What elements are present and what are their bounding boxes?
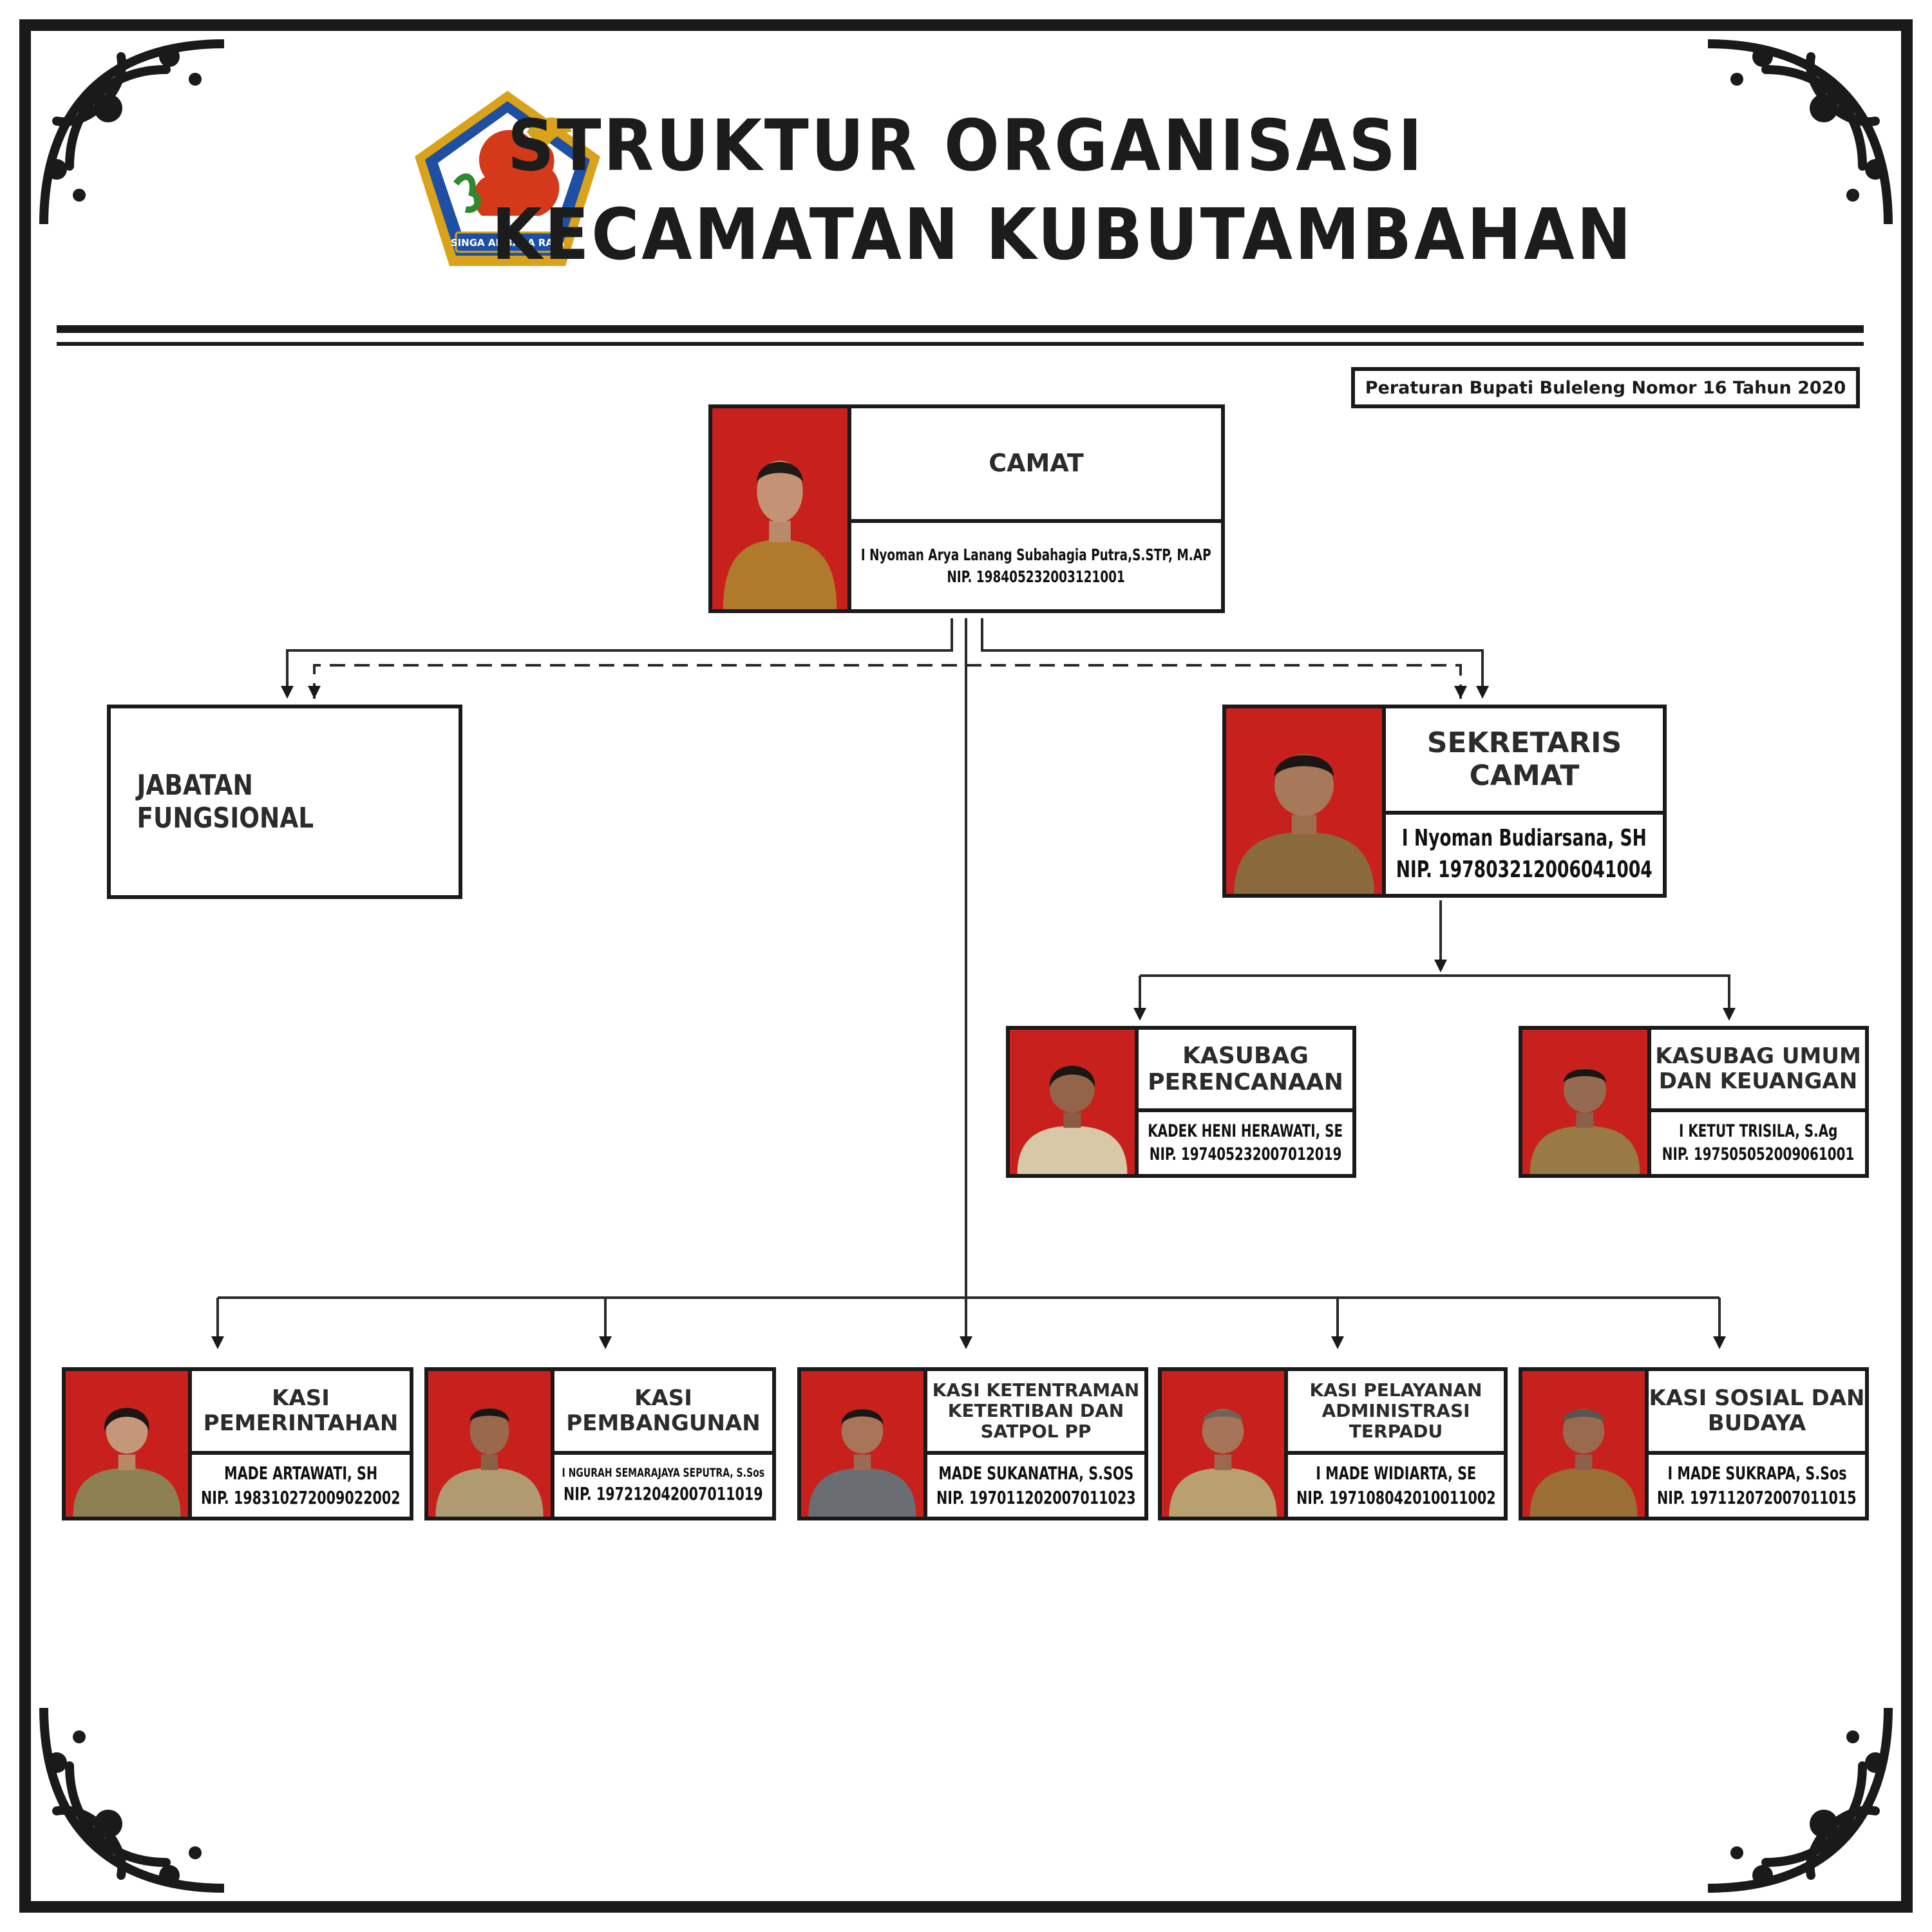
kasi-pembangunan-title: KASI PEMBANGUNAN — [554, 1371, 772, 1455]
kasi-pelayanan-title: KASI PELAYANAN ADMINISTRASI TERPADU — [1288, 1371, 1504, 1455]
buleleng-logo: SINGA AMBARA RAJA — [415, 91, 600, 266]
person-silhouette-icon — [1169, 1408, 1277, 1517]
person-silhouette-icon — [435, 1408, 544, 1517]
camat-title: CAMAT — [851, 408, 1221, 523]
kasi-pelayanan-nip: NIP. 197108042010011002 — [1296, 1487, 1496, 1508]
kasubag-umum-title: KASUBAG UMUM DAN KEUANGAN — [1651, 1030, 1865, 1112]
kasubag-perencanaan-title: KASUBAG PERENCANAAN — [1139, 1030, 1352, 1112]
kasi-pelayanan-name: I MADE WIDIARTA, SE — [1316, 1463, 1476, 1484]
kasubag-umum-nip: NIP. 197505052009061001 — [1662, 1144, 1855, 1164]
corner-ornament-bottom-right — [1708, 1708, 1893, 1893]
portrait-photo — [1010, 1030, 1139, 1174]
kasi-pemerintahan-nip: NIP. 198310272009022002 — [201, 1487, 401, 1508]
corner-ornament-bottom-left — [39, 1708, 224, 1893]
kasi-sosial-title: KASI SOSIAL DAN BUDAYA — [1649, 1371, 1865, 1455]
portrait-photo — [66, 1371, 192, 1517]
node-kasubag-umum-keuangan: KASUBAG UMUM DAN KEUANGAN I KETUT TRISIL… — [1519, 1026, 1869, 1178]
camat-name: I Nyoman Arya Lanang Subahagia Putra,S.S… — [861, 545, 1211, 565]
person-silhouette-icon — [1234, 754, 1374, 894]
portrait-photo — [428, 1371, 554, 1517]
person-silhouette-icon — [723, 460, 837, 609]
kasubag-perencanaan-nip: NIP. 197405232007012019 — [1149, 1144, 1342, 1164]
sekretaris-title: SEKRETARIS CAMAT — [1386, 708, 1663, 815]
portrait-photo — [1226, 708, 1386, 894]
header-rule-thick — [57, 325, 1864, 333]
node-kasi-pelayanan: KASI PELAYANAN ADMINISTRASI TERPADU I MA… — [1158, 1367, 1508, 1520]
portrait-photo — [712, 408, 851, 609]
portrait-photo — [801, 1371, 927, 1517]
node-kasi-sosial-budaya: KASI SOSIAL DAN BUDAYA I MADE SUKRAPA, S… — [1519, 1367, 1869, 1520]
node-camat: CAMAT I Nyoman Arya Lanang Subahagia Put… — [708, 404, 1225, 613]
corner-ornament-top-right — [1708, 39, 1893, 224]
kasubag-perencanaan-name: KADEK HENI HERAWATI, SE — [1148, 1121, 1343, 1141]
title-line-2: KECAMATAN KUBUTAMBAHAN — [491, 193, 1634, 276]
kasi-sosial-info: I MADE SUKRAPA, S.Sos NIP. 1971120720070… — [1649, 1455, 1865, 1517]
camat-nip: NIP. 198405232003121001 — [947, 567, 1126, 586]
node-kasubag-perencanaan: KASUBAG PERENCANAAN KADEK HENI HERAWATI,… — [1006, 1026, 1356, 1178]
corner-ornament-top-left — [39, 39, 224, 224]
node-sekretaris-camat: SEKRETARIS CAMAT I Nyoman Budiarsana, SH… — [1222, 705, 1667, 898]
person-silhouette-icon — [1530, 1408, 1638, 1517]
portrait-photo — [1522, 1371, 1649, 1517]
node-kasi-pembangunan: KASI PEMBANGUNAN I NGURAH SEMARAJAYA SEP… — [424, 1367, 776, 1520]
kasi-pemerintahan-title: KASI PEMERINTAHAN — [192, 1371, 410, 1455]
sekretaris-name: I Nyoman Budiarsana, SH — [1401, 824, 1647, 851]
portrait-photo — [1162, 1371, 1288, 1517]
kasubag-umum-name: I KETUT TRISILA, S.Ag — [1678, 1121, 1838, 1141]
portrait-photo — [1522, 1030, 1651, 1174]
kasi-sosial-nip: NIP. 197112072007011015 — [1657, 1487, 1857, 1508]
kasubag-umum-info: I KETUT TRISILA, S.Ag NIP. 1975050520090… — [1651, 1112, 1865, 1174]
kasi-pembangunan-nip: NIP. 197212042007011019 — [564, 1482, 763, 1504]
person-silhouette-icon — [73, 1408, 181, 1517]
logo-motto: SINGA AMBARA RAJA — [451, 237, 565, 249]
node-kasi-ketentraman: KASI KETENTRAMAN KETERTIBAN DAN SATPOL P… — [797, 1367, 1148, 1520]
fungsional-title: JABATAN FUNGSIONAL — [137, 769, 314, 835]
person-silhouette-icon — [808, 1408, 916, 1517]
person-silhouette-icon — [1530, 1068, 1640, 1174]
kasubag-perencanaan-info: KADEK HENI HERAWATI, SE NIP. 19740523200… — [1139, 1112, 1352, 1174]
kasi-ketentraman-info: MADE SUKANATHA, S.SOS NIP. 1970112020070… — [927, 1455, 1144, 1517]
person-silhouette-icon — [1017, 1066, 1128, 1174]
kasi-pembangunan-info: I NGURAH SEMARAJAYA SEPUTRA, S.Sos NIP. … — [554, 1455, 772, 1517]
sekretaris-info: I Nyoman Budiarsana, SH NIP. 19780321200… — [1386, 815, 1663, 894]
title-line-1: STRUKTUR ORGANISASI — [507, 104, 1425, 187]
kasi-ketentraman-name: MADE SUKANATHA, S.SOS — [938, 1463, 1134, 1484]
kasi-pembangunan-name: I NGURAH SEMARAJAYA SEPUTRA, S.Sos — [562, 1466, 765, 1481]
regulation-reference: Peraturan Bupati Buleleng Nomor 16 Tahun… — [1351, 367, 1860, 408]
kasi-pelayanan-info: I MADE WIDIARTA, SE NIP. 197108042010011… — [1288, 1455, 1504, 1517]
kasi-ketentraman-title: KASI KETENTRAMAN KETERTIBAN DAN SATPOL P… — [927, 1371, 1144, 1455]
node-jabatan-fungsional: JABATAN FUNGSIONAL — [107, 705, 462, 899]
kasi-pemerintahan-name: MADE ARTAWATI, SH — [223, 1463, 378, 1484]
kasi-ketentraman-nip: NIP. 197011202007011023 — [936, 1487, 1136, 1508]
camat-info: I Nyoman Arya Lanang Subahagia Putra,S.S… — [851, 523, 1221, 609]
sekretaris-nip: NIP. 197803212006041004 — [1396, 856, 1653, 883]
kasi-sosial-name: I MADE SUKRAPA, S.Sos — [1667, 1463, 1847, 1484]
node-kasi-pemerintahan: KASI PEMERINTAHAN MADE ARTAWATI, SH NIP.… — [62, 1367, 413, 1520]
header-rule-thin — [57, 342, 1864, 346]
kasi-pemerintahan-info: MADE ARTAWATI, SH NIP. 19831027200902200… — [192, 1455, 410, 1517]
